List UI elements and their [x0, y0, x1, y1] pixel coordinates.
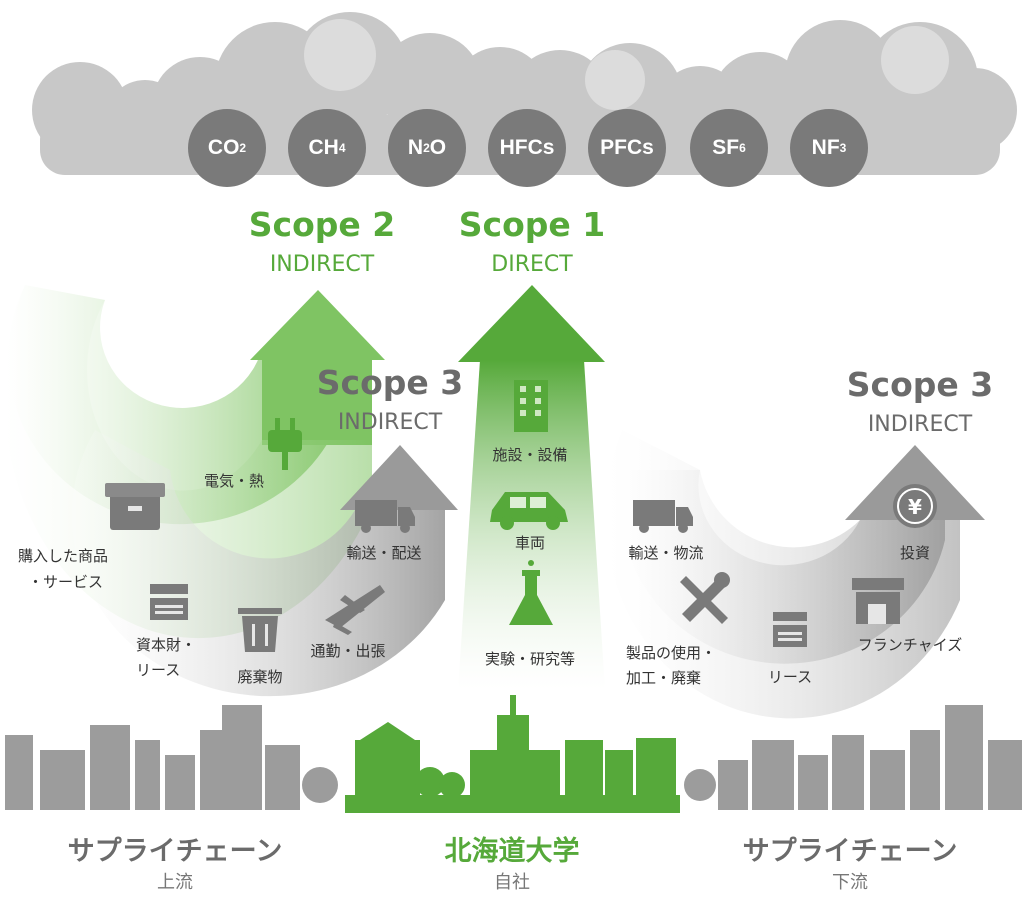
copier-icon — [150, 584, 188, 620]
cloud-highlights — [304, 19, 949, 110]
label-purchased-goods-1: 購入した商品 — [18, 547, 109, 565]
scope2-subtitle: INDIRECT — [269, 252, 375, 277]
copier-icon-downstream — [773, 612, 807, 647]
city-skyline-campus[interactable] — [345, 695, 680, 813]
gas-n2o-base: N — [407, 136, 424, 159]
gas-pfcs-base: PFCs — [600, 136, 654, 159]
svg-text:¥: ¥ — [908, 495, 922, 519]
gas-co2-sub: 2 — [239, 141, 247, 155]
footer-upstream-title: サプライチェーン — [67, 836, 283, 867]
footer-company-title: 北海道大学 — [444, 836, 580, 867]
gas-n2o-sub: 2 — [423, 141, 430, 155]
label-franchise: フランチャイズ — [857, 636, 963, 654]
scope1-arrow — [458, 285, 605, 690]
truck-icon-downstream — [633, 500, 693, 533]
footer-downstream-title: サプライチェーン — [742, 836, 958, 867]
label-vehicles: 車両 — [514, 534, 546, 552]
label-facilities: 施設・設備 — [492, 446, 568, 464]
label-electricity-heat: 電気・熱 — [203, 472, 265, 490]
tools-icon — [680, 572, 730, 624]
plug-icon — [268, 418, 302, 470]
scope1-subtitle: DIRECT — [491, 252, 573, 277]
gas-ch4-base: CH — [308, 136, 339, 159]
label-lease-downstream: リース — [767, 668, 813, 686]
label-transport-downstream: 輸送・物流 — [628, 544, 704, 562]
scope2-title: Scope 2 — [248, 205, 396, 244]
gas-ch4-sub: 4 — [338, 141, 346, 155]
label-capital-goods-2: リース — [136, 661, 181, 679]
label-product-use-2: 加工・廃棄 — [626, 669, 702, 687]
scope3-upstream-title: Scope 3 — [316, 363, 464, 402]
scope3-upstream-subtitle: INDIRECT — [337, 410, 443, 435]
car-icon — [490, 492, 568, 530]
label-commute: 通勤・出張 — [310, 642, 386, 660]
gas-nf3-base: NF — [811, 136, 840, 159]
label-investment: 投資 — [899, 544, 931, 562]
footer-upstream-sub: 上流 — [157, 872, 193, 893]
scope1-title: Scope 1 — [458, 205, 606, 244]
gas-hfcs: HFCs — [488, 109, 566, 187]
scope3-downstream-title: Scope 3 — [846, 365, 994, 404]
gas-co2-base: CO — [207, 136, 240, 159]
building-icon — [514, 380, 548, 432]
shop-icon — [852, 578, 904, 624]
gas-sf6-base: SF — [712, 136, 740, 159]
flask-icon — [509, 560, 553, 625]
city-skyline-upstream — [5, 705, 338, 810]
scope3-upstream-arrow — [71, 430, 458, 697]
box-icon — [105, 483, 165, 530]
label-transport-upstream: 輸送・配送 — [346, 544, 422, 562]
city-skyline-downstream — [684, 705, 1022, 810]
gas-nf3-sub: 3 — [839, 141, 847, 155]
trash-icon — [238, 608, 282, 652]
truck-icon-upstream — [355, 500, 415, 533]
gas-hfcs-base: HFCs — [499, 136, 555, 159]
label-capital-goods-1: 資本財・ — [136, 636, 197, 654]
label-purchased-goods-2: ・サービス — [28, 573, 104, 591]
yen-coin-icon: ¥ — [893, 484, 937, 528]
label-waste: 廃棄物 — [237, 668, 283, 686]
footer-downstream-sub: 下流 — [832, 872, 868, 893]
airplane-icon — [325, 585, 385, 635]
footer-company-sub: 自社 — [494, 872, 530, 893]
scope3-downstream-subtitle: INDIRECT — [867, 412, 973, 437]
gas-pfcs: PFCs — [588, 109, 666, 187]
gas-n2o-tail: O — [429, 136, 447, 159]
label-product-use-1: 製品の使用・ — [626, 644, 717, 662]
label-experiments: 実験・研究等 — [484, 650, 576, 668]
gas-sf6-sub: 6 — [739, 141, 746, 155]
